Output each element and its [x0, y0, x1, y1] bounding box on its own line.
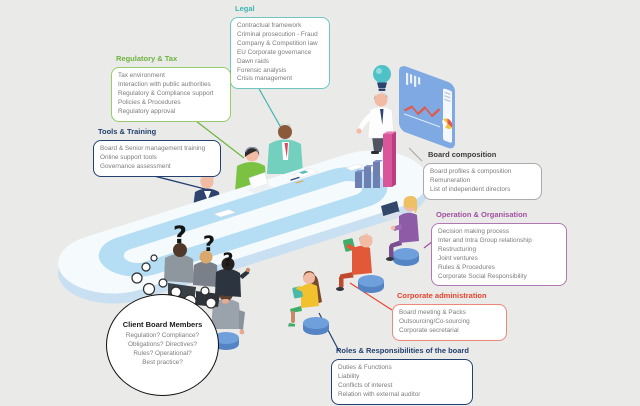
callout-title: Operation & Organisation: [436, 210, 528, 219]
callout-corporate-administration: Corporate administration Board meeting &…: [392, 290, 507, 341]
callout-title: Legal: [235, 4, 255, 13]
callout-panel: Board meeting & Packs Outsourcing/Co-sou…: [392, 304, 507, 341]
callout-panel: Tax environment Interaction with public …: [111, 67, 231, 122]
board-line-chart: [404, 105, 440, 118]
callout-item: Obligations? Directives?: [128, 341, 197, 349]
callout-regulatory-tax: Regulatory & Tax Tax environment Interac…: [111, 53, 231, 122]
person-purple-dress: [380, 195, 419, 266]
callout-item: Company & Competition law: [237, 39, 318, 47]
callout-item: Rules? Operational?: [133, 350, 192, 357]
board-text-lines: [406, 72, 421, 88]
stool: [358, 275, 384, 293]
connector-regulatory: [195, 120, 245, 159]
callout-title: Board composition: [428, 150, 497, 159]
laptop-white: [247, 172, 274, 194]
callout-item: Board meeting & Packs: [399, 309, 466, 316]
callout-item: Corporate Social Responsibility: [438, 272, 527, 280]
callout-item: Rules & Procedures: [438, 263, 495, 271]
callout-item: Duties & Functions: [338, 364, 392, 371]
laptop-dark: [380, 201, 406, 220]
callout-item: Outsourcing/Co-sourcing: [399, 317, 470, 325]
callout-item: Forensic analysis: [237, 66, 287, 74]
callout-title: Corporate administration: [397, 291, 487, 300]
stool: [393, 248, 419, 266]
callout-roles-responsibilities: Roles & Responsibilities of the board Du…: [331, 345, 473, 405]
callout-panel: Decision making process Inter and Intra …: [431, 223, 567, 287]
connector-tools: [149, 174, 206, 190]
callout-item: Regulatory approval: [118, 107, 176, 115]
callout-item: Regulatory & Compliance support: [118, 89, 214, 97]
callout-legal: Legal Contractual framework Criminal pro…: [230, 3, 330, 90]
callout-item: List of independent directors: [430, 185, 511, 193]
callout-item: Interaction with public authorities: [118, 80, 211, 88]
callout-item: Decision making process: [438, 228, 510, 235]
callout-item: Joint ventures: [438, 254, 478, 262]
callout-item: Policies & Procedures: [118, 98, 181, 106]
callout-item: Liability: [338, 372, 360, 380]
connector-legal: [257, 86, 285, 134]
callout-item: Crisis management: [237, 75, 293, 83]
lightbulb-icon: [373, 65, 391, 91]
callout-item: Best practice?: [142, 358, 183, 366]
callout-item: Governance assessment: [100, 162, 171, 170]
callout-item: Corporate secretarial: [399, 326, 459, 334]
callout-title: Client Board Members: [122, 320, 203, 330]
stool: [303, 317, 329, 335]
callout-title: Regulatory & Tax: [116, 54, 178, 63]
bar-chart-3d: [355, 131, 396, 188]
callout-item: Tax environment: [118, 72, 165, 79]
callout-panel: Board profiles & composition Remuneratio…: [423, 163, 542, 200]
question-mark: ?: [203, 232, 215, 256]
callout-item: Contractual framework: [237, 22, 302, 29]
presentation-board: [399, 66, 455, 149]
callout-item: Online support tools: [100, 153, 157, 161]
callout-item: Conflicts of interest: [338, 381, 393, 389]
callout-item: Restructuring: [438, 245, 477, 253]
callout-item: Regulation? Compliance?: [125, 332, 200, 340]
callout-item: Remuneration: [430, 176, 471, 184]
question-mark: ?: [222, 249, 233, 271]
person-back-dark: [215, 257, 251, 297]
callout-panel: Duties & Functions Liability Conflicts o…: [331, 359, 473, 405]
callout-item: Relation with external auditor: [338, 390, 421, 398]
callout-title: Roles & Responsibilities of the board: [336, 346, 469, 355]
question-mark: ?: [173, 221, 187, 249]
callout-title: Tools & Training: [98, 127, 157, 136]
person-orange-shirt: [336, 233, 384, 293]
person-mint-jacket: [267, 123, 303, 174]
callout-tools-training: Tools & Training Board & Senior manageme…: [93, 126, 221, 177]
callout-operation-organisation: Operation & Organisation Decision making…: [431, 209, 567, 287]
callout-panel: Contractual framework Criminal prosecuti…: [230, 17, 330, 90]
callout-item: Dawn raids: [237, 57, 269, 65]
question-marks: ? ? ?: [173, 221, 233, 271]
callout-panel: Board & Senior management training Onlin…: [93, 140, 221, 177]
person-yellow-top: [288, 271, 329, 335]
callout-item: Inter and Intra Group relationship: [438, 236, 532, 244]
connector-corporate: [349, 282, 393, 311]
connector-board-composition: [408, 147, 423, 162]
callout-client-board-members: Client Board Members Regulation? Complia…: [106, 294, 219, 396]
callout-item: Criminal prosecution - Fraud: [237, 30, 318, 38]
callout-board-composition: Board composition Board profiles & compo…: [423, 149, 542, 200]
callout-item: Board profiles & composition: [430, 168, 512, 175]
callout-item: EU Corporate governance: [237, 48, 312, 56]
connector-lines: [149, 86, 434, 352]
callout-item: Board & Senior management training: [100, 145, 206, 152]
documents: [213, 163, 365, 218]
board-pie-chart: [442, 118, 453, 129]
